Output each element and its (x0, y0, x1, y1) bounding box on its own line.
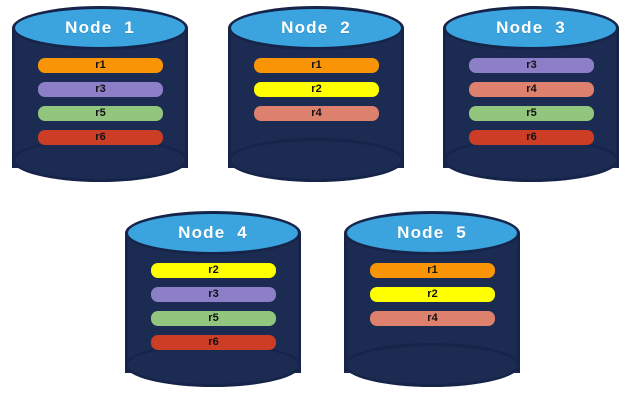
node-3[interactable]: Node 3 r3 r4 r5 r6 (431, 0, 631, 190)
cylinder-top-ellipse (125, 211, 301, 255)
replica-bar[interactable]: r3 (151, 287, 276, 302)
node-5[interactable]: Node 5 r1 r2 r4 (332, 205, 532, 395)
replica-bar[interactable]: r4 (254, 106, 379, 121)
node-2[interactable]: Node 2 r1 r2 r4 (216, 0, 416, 190)
replica-bar[interactable]: r1 (38, 58, 163, 73)
cylinder-top-ellipse (228, 6, 404, 50)
replica-bar[interactable]: r5 (38, 106, 163, 121)
replica-bar[interactable]: r2 (370, 287, 495, 302)
node-1[interactable]: Node 1 r1 r3 r5 r6 (0, 0, 200, 190)
replica-list: r2 r3 r5 r6 (151, 263, 276, 359)
replica-bar[interactable]: r1 (370, 263, 495, 278)
replica-bar[interactable]: r4 (469, 82, 594, 97)
node-label: Node 4 (178, 223, 248, 242)
replica-bar[interactable]: r3 (38, 82, 163, 97)
cylinder-bottom-ellipse (344, 343, 520, 387)
replica-bar[interactable]: r3 (469, 58, 594, 73)
replica-bar[interactable]: r5 (469, 106, 594, 121)
cylinder-top-ellipse (443, 6, 619, 50)
replica-bar[interactable]: r1 (254, 58, 379, 73)
replica-bar[interactable]: r4 (370, 311, 495, 326)
node-label: Node 3 (496, 18, 566, 37)
replica-bar[interactable]: r6 (38, 130, 163, 145)
cylinder-bottom-ellipse (228, 138, 404, 182)
replica-list: r3 r4 r5 r6 (469, 58, 594, 154)
cylinder-bottom-ellipse (12, 138, 188, 182)
node-4[interactable]: Node 4 r2 r3 r5 r6 (113, 205, 313, 395)
node-label: Node 5 (397, 223, 467, 242)
replica-bar[interactable]: r6 (151, 335, 276, 350)
replica-bar[interactable]: r2 (254, 82, 379, 97)
replica-bar[interactable]: r2 (151, 263, 276, 278)
cylinder-top-ellipse (12, 6, 188, 50)
replica-list: r1 r2 r4 (370, 263, 495, 335)
replica-list: r1 r2 r4 (254, 58, 379, 130)
cylinder-top-ellipse (344, 211, 520, 255)
replica-bar[interactable]: r6 (469, 130, 594, 145)
replica-list: r1 r3 r5 r6 (38, 58, 163, 154)
replica-bar[interactable]: r5 (151, 311, 276, 326)
node-label: Node 1 (65, 18, 135, 37)
node-label: Node 2 (281, 18, 351, 37)
